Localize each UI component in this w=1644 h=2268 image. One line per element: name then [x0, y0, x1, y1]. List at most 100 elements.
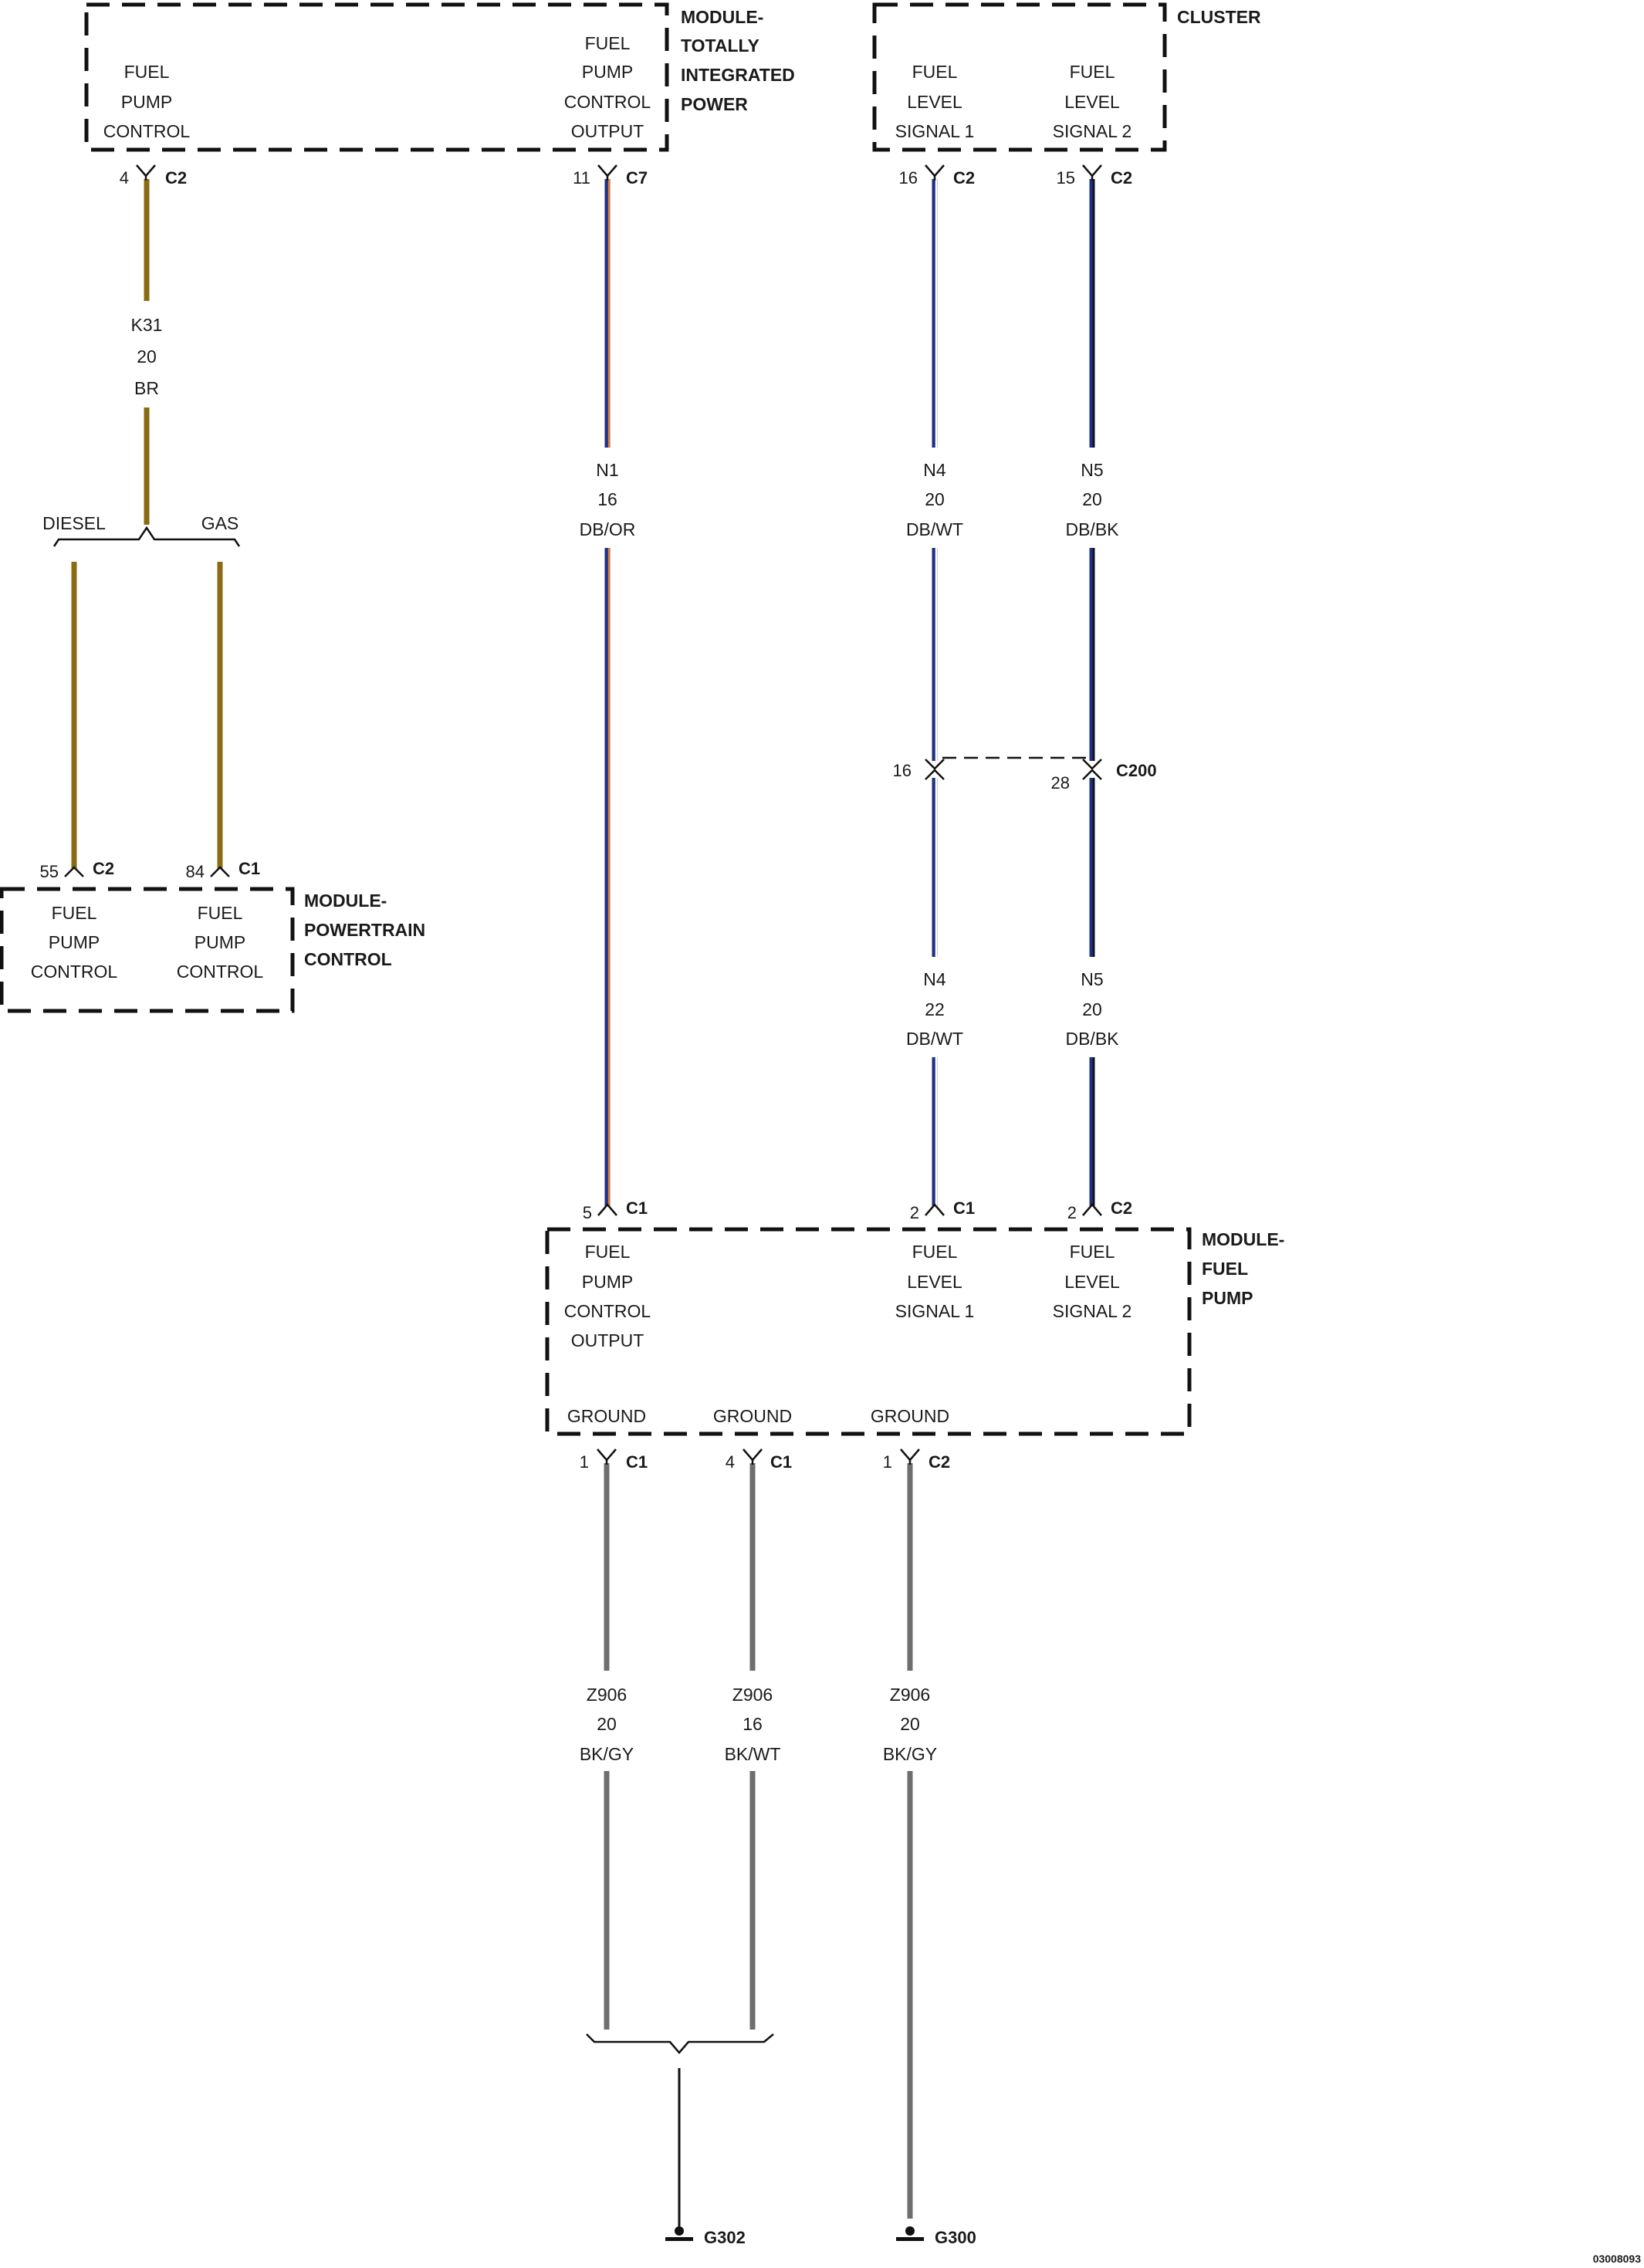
svg-text:16: 16	[743, 1714, 763, 1734]
svg-text:CONTROL: CONTROL	[304, 949, 392, 969]
pcm-c2-connector-symbol	[64, 866, 84, 877]
svg-text:DB/WT: DB/WT	[906, 519, 963, 539]
svg-text:CONTROL: CONTROL	[31, 962, 118, 982]
svg-text:LEVEL: LEVEL	[907, 1272, 962, 1292]
wire-n5-lower-label: N5 20 DB/BK	[1065, 969, 1119, 1049]
pcm-c1-name: C1	[238, 859, 260, 878]
wire-n5-lower-bottom	[1089, 1057, 1095, 1206]
pcm-c1-pin: 84	[186, 862, 205, 881]
svg-text:DB/WT: DB/WT	[906, 1029, 963, 1049]
svg-text:LEVEL: LEVEL	[1064, 92, 1120, 112]
svg-text:N1: N1	[596, 460, 618, 480]
fpm-c1-output-connector-symbol	[597, 1203, 617, 1216]
svg-text:SIGNAL 2: SIGNAL 2	[1053, 121, 1132, 141]
svg-text:MODULE-: MODULE-	[1202, 1229, 1284, 1249]
svg-text:20: 20	[925, 489, 945, 509]
pcm-pin-gas-label: FUEL PUMP CONTROL	[177, 903, 264, 982]
svg-text:PUMP: PUMP	[582, 1272, 633, 1292]
svg-text:BK/GY: BK/GY	[883, 1744, 937, 1764]
svg-text:CONTROL: CONTROL	[177, 962, 264, 982]
pcm-pin-diesel-label: FUEL PUMP CONTROL	[31, 903, 118, 982]
ground-splice-brace	[586, 2033, 774, 2054]
svg-text:SIGNAL 2: SIGNAL 2	[1053, 1301, 1132, 1321]
svg-text:20: 20	[597, 1714, 617, 1734]
svg-text:PUMP: PUMP	[582, 62, 633, 82]
wire-n1-upper	[604, 179, 611, 448]
fpm-gnd-b-name: C1	[770, 1452, 792, 1472]
fpm-pin-fuel-level-signal-2-label: FUEL LEVEL SIGNAL 2	[1053, 1242, 1132, 1321]
fpm-c1-sig1-pin: 2	[910, 1203, 919, 1222]
c200-name: C200	[1116, 761, 1157, 780]
svg-text:DB/BK: DB/BK	[1065, 519, 1119, 539]
svg-text:PUMP: PUMP	[121, 92, 172, 112]
svg-text:FUEL: FUEL	[1070, 62, 1115, 82]
module-pcm-name: MODULE- POWERTRAIN CONTROL	[304, 891, 425, 969]
fpm-ground-label-2: GROUND	[713, 1406, 792, 1426]
wire-n1-label: N1 16 DB/OR	[580, 460, 636, 539]
svg-text:FUEL: FUEL	[912, 1242, 958, 1262]
svg-text:DB/OR: DB/OR	[580, 519, 636, 539]
cluster-pin-fuel-level-signal-2-label: FUEL LEVEL SIGNAL 2	[1053, 62, 1132, 141]
wire-n5-upper-top	[1089, 179, 1095, 448]
svg-text:22: 22	[925, 999, 945, 1019]
svg-text:FUEL: FUEL	[912, 62, 958, 82]
tip-c2-name: C2	[165, 168, 187, 188]
fpm-gnd-b-pin: 4	[726, 1452, 735, 1472]
branch-gas-label: GAS	[201, 513, 239, 533]
tip-c7-pin: 11	[573, 168, 590, 188]
branch-diesel-label: DIESEL	[42, 513, 106, 533]
module-fuel-pump-name: MODULE- FUEL PUMP	[1202, 1229, 1284, 1308]
cluster-c2-sig2-pin: 15	[1057, 168, 1075, 188]
fpm-ground-label-1: GROUND	[567, 1406, 646, 1426]
svg-text:MODULE-: MODULE-	[681, 7, 763, 27]
cluster-c2-sig1-pin: 16	[899, 168, 918, 188]
svg-text:20: 20	[1082, 999, 1102, 1019]
svg-text:CONTROL: CONTROL	[564, 92, 651, 112]
c200-n4-connector-symbol	[925, 759, 945, 780]
svg-text:CONTROL: CONTROL	[103, 121, 191, 141]
cluster-c2-sig1-name: C2	[953, 168, 975, 188]
wires-layer	[71, 179, 1095, 2219]
svg-text:SIGNAL 1: SIGNAL 1	[895, 121, 975, 141]
svg-text:20: 20	[1082, 489, 1102, 509]
wire-gnd-a-label: Z906 20 BK/GY	[580, 1685, 634, 1764]
svg-text:Z906: Z906	[732, 1685, 773, 1705]
module-tip-name: MODULE- TOTALLY INTEGRATED POWER	[681, 7, 795, 114]
svg-text:16: 16	[597, 489, 617, 509]
svg-text:FUEL: FUEL	[1202, 1259, 1248, 1279]
wire-gnd-c-label: Z906 20 BK/GY	[883, 1685, 937, 1764]
svg-text:Z906: Z906	[587, 1685, 627, 1705]
ground-g302-icon	[665, 2226, 693, 2241]
fpm-c1-sig1-name: C1	[953, 1198, 975, 1218]
svg-text:20: 20	[900, 1714, 920, 1734]
svg-text:FUEL: FUEL	[52, 903, 97, 923]
wire-n4-upper-top	[932, 179, 938, 448]
figure-id: 03008093	[1593, 2253, 1642, 2265]
svg-text:BK/WT: BK/WT	[725, 1744, 781, 1764]
svg-text:K31: K31	[131, 315, 163, 335]
cluster-c2-sig2-name: C2	[1111, 168, 1132, 188]
svg-text:N4: N4	[923, 969, 946, 989]
module-fuel-pump-box	[545, 1227, 1192, 1436]
wire-n5-upper-label: N5 20 DB/BK	[1065, 460, 1119, 539]
fpm-c1-output-pin: 5	[583, 1203, 592, 1222]
fpm-c1-sig1-connector-symbol	[925, 1203, 945, 1216]
fpm-gnd-c-name: C2	[929, 1452, 950, 1472]
svg-text:LEVEL: LEVEL	[907, 92, 962, 112]
tip-pin-fuel-pump-control-label: FUEL PUMP CONTROL	[103, 62, 191, 141]
module-tip-box	[84, 2, 669, 152]
svg-text:CONTROL: CONTROL	[564, 1301, 651, 1321]
diesel-gas-branch-brace	[52, 526, 241, 547]
svg-text:POWERTRAIN: POWERTRAIN	[304, 920, 425, 940]
fpm-c1-output-name: C1	[626, 1198, 648, 1218]
module-pcm-box	[0, 887, 295, 1013]
svg-text:POWER: POWER	[681, 94, 748, 114]
ground-g302-label: G302	[704, 2228, 746, 2247]
pcm-c2-name: C2	[93, 859, 114, 878]
svg-text:FUEL: FUEL	[1070, 1242, 1115, 1262]
ground-g300-label: G300	[935, 2228, 976, 2247]
fpm-pin-fuel-pump-control-output-label: FUEL PUMP CONTROL OUTPUT	[564, 1242, 651, 1350]
wire-n4-lower-label: N4 22 DB/WT	[906, 969, 963, 1049]
fpm-gnd-c-pin: 1	[883, 1452, 892, 1472]
